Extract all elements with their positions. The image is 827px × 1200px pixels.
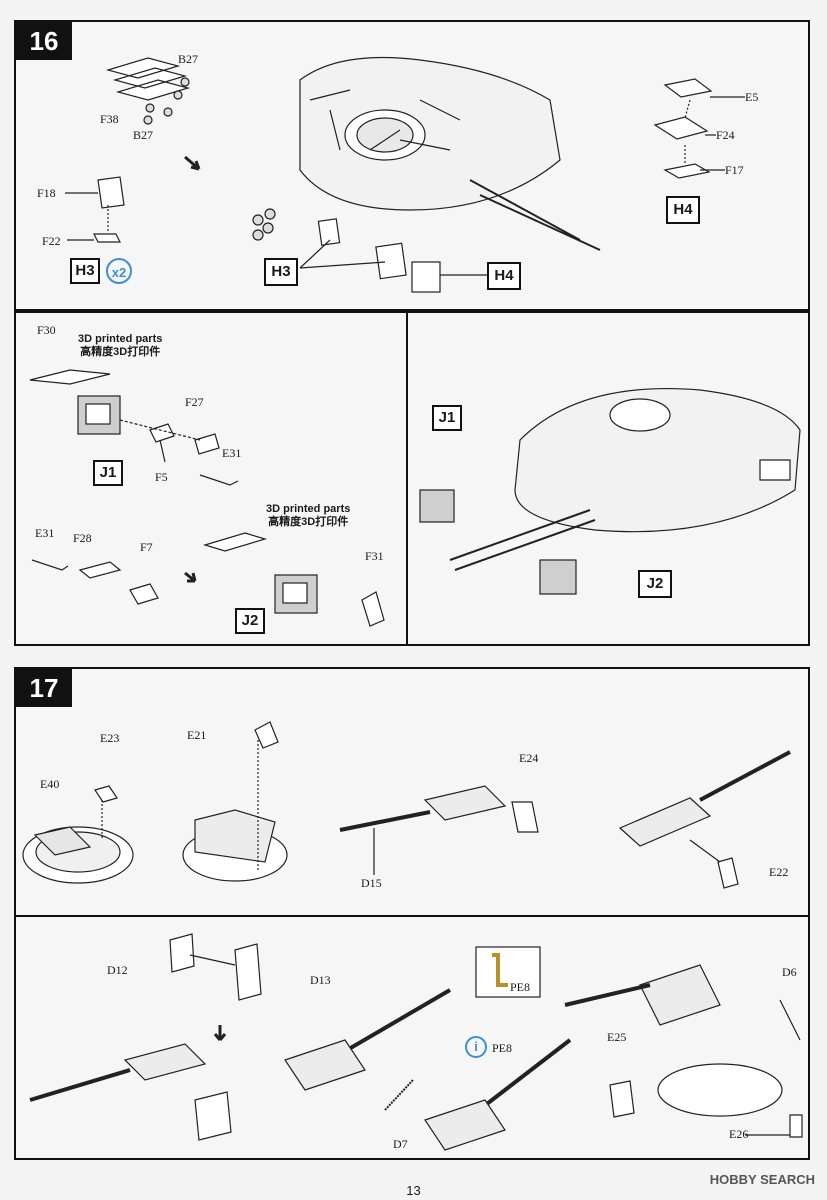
3d-printed-note-en: 3D printed parts [78, 333, 163, 345]
part-label-f7: F7 [140, 540, 153, 554]
part-label-f28: F28 [73, 531, 92, 545]
e5-f24-f17-illustration [653, 78, 745, 179]
part-label-f5: F5 [155, 470, 168, 484]
part-label-e24: E24 [519, 751, 539, 765]
subassembly-j1: J1 [93, 460, 123, 486]
part-label-e31: E31 [222, 446, 242, 460]
guard-d12-d13-illustration [169, 933, 262, 1041]
part-label-d12: D12 [107, 963, 128, 977]
part-label-b27: B27 [178, 52, 199, 66]
part-label-e31: E31 [35, 526, 55, 540]
subassembly-h4: H4 [487, 262, 521, 290]
3d-printed-note: 3D printed parts 高精度3D打印件 [266, 503, 350, 529]
f18-f22-illustration [65, 176, 125, 243]
part-label-d13: D13 [310, 973, 331, 987]
part-label-d6: D6 [782, 965, 797, 979]
j2-parts-illustration [31, 532, 385, 627]
3d-printed-note-cn: 高精度3D打印件 [268, 516, 349, 528]
part-label-e22: E22 [769, 865, 789, 879]
subassembly-h4: H4 [666, 196, 700, 224]
part-label-pe8: PE8 [492, 1041, 513, 1055]
part-label-f17: F17 [725, 163, 744, 177]
part-label-e25: E25 [607, 1030, 627, 1044]
part-label-b27: B27 [133, 128, 154, 142]
part-label-f31: F31 [365, 549, 384, 563]
step-number: 16 [16, 22, 72, 60]
subassembly-j1: J1 [432, 405, 462, 431]
page-number: 13 [406, 1183, 421, 1198]
pe8-illustration [424, 946, 572, 1151]
watermark: HOBBY SEARCH [709, 1172, 815, 1187]
part-label-f24: F24 [716, 128, 735, 142]
repeat-badge: x2 [106, 258, 132, 284]
3d-printed-note: 3D printed parts 高精度3D打印件 [78, 333, 162, 359]
part-label-f18: F18 [37, 186, 56, 200]
gun-d15-illustration [339, 785, 539, 875]
step-number: 17 [16, 669, 72, 707]
part-label-f22: F22 [42, 234, 61, 248]
subassembly-j2: J2 [638, 570, 672, 598]
part-label-f38: F38 [100, 112, 119, 126]
mount-d6-illustration [564, 964, 803, 1138]
mount-e40-illustration [22, 785, 134, 884]
gun-e22-illustration [618, 750, 791, 889]
part-label-e26: E26 [729, 1127, 749, 1141]
part-label-d15: D15 [361, 876, 382, 890]
3d-printed-note-en: 3D printed parts [266, 503, 351, 515]
step-17-lower-panel [14, 915, 810, 1160]
gun-guard-illustration [29, 1043, 232, 1141]
part-label-pe8: PE8 [510, 980, 531, 994]
gun-d7-illustration [284, 988, 452, 1111]
part-label-e21: E21 [187, 728, 207, 742]
part-label-e5: E5 [745, 90, 759, 104]
mount-e21-illustration [182, 721, 288, 882]
part-label-e23: E23 [100, 731, 120, 745]
subassembly-j2: J2 [235, 608, 265, 634]
j1-parts-illustration [29, 369, 239, 486]
subassembly-h3: H3 [264, 258, 298, 286]
turret-illustration-top [252, 56, 601, 293]
turret-illustration-j [419, 387, 801, 595]
subassembly-h3: H3 [70, 258, 100, 284]
part-label-d7: D7 [393, 1137, 408, 1151]
info-icon: i [465, 1036, 487, 1058]
b27-parts-illustration [105, 57, 191, 125]
3d-printed-note-cn: 高精度3D打印件 [80, 346, 161, 358]
part-label-f27: F27 [185, 395, 204, 409]
part-label-f30: F30 [37, 323, 56, 337]
part-label-e40: E40 [40, 777, 60, 791]
